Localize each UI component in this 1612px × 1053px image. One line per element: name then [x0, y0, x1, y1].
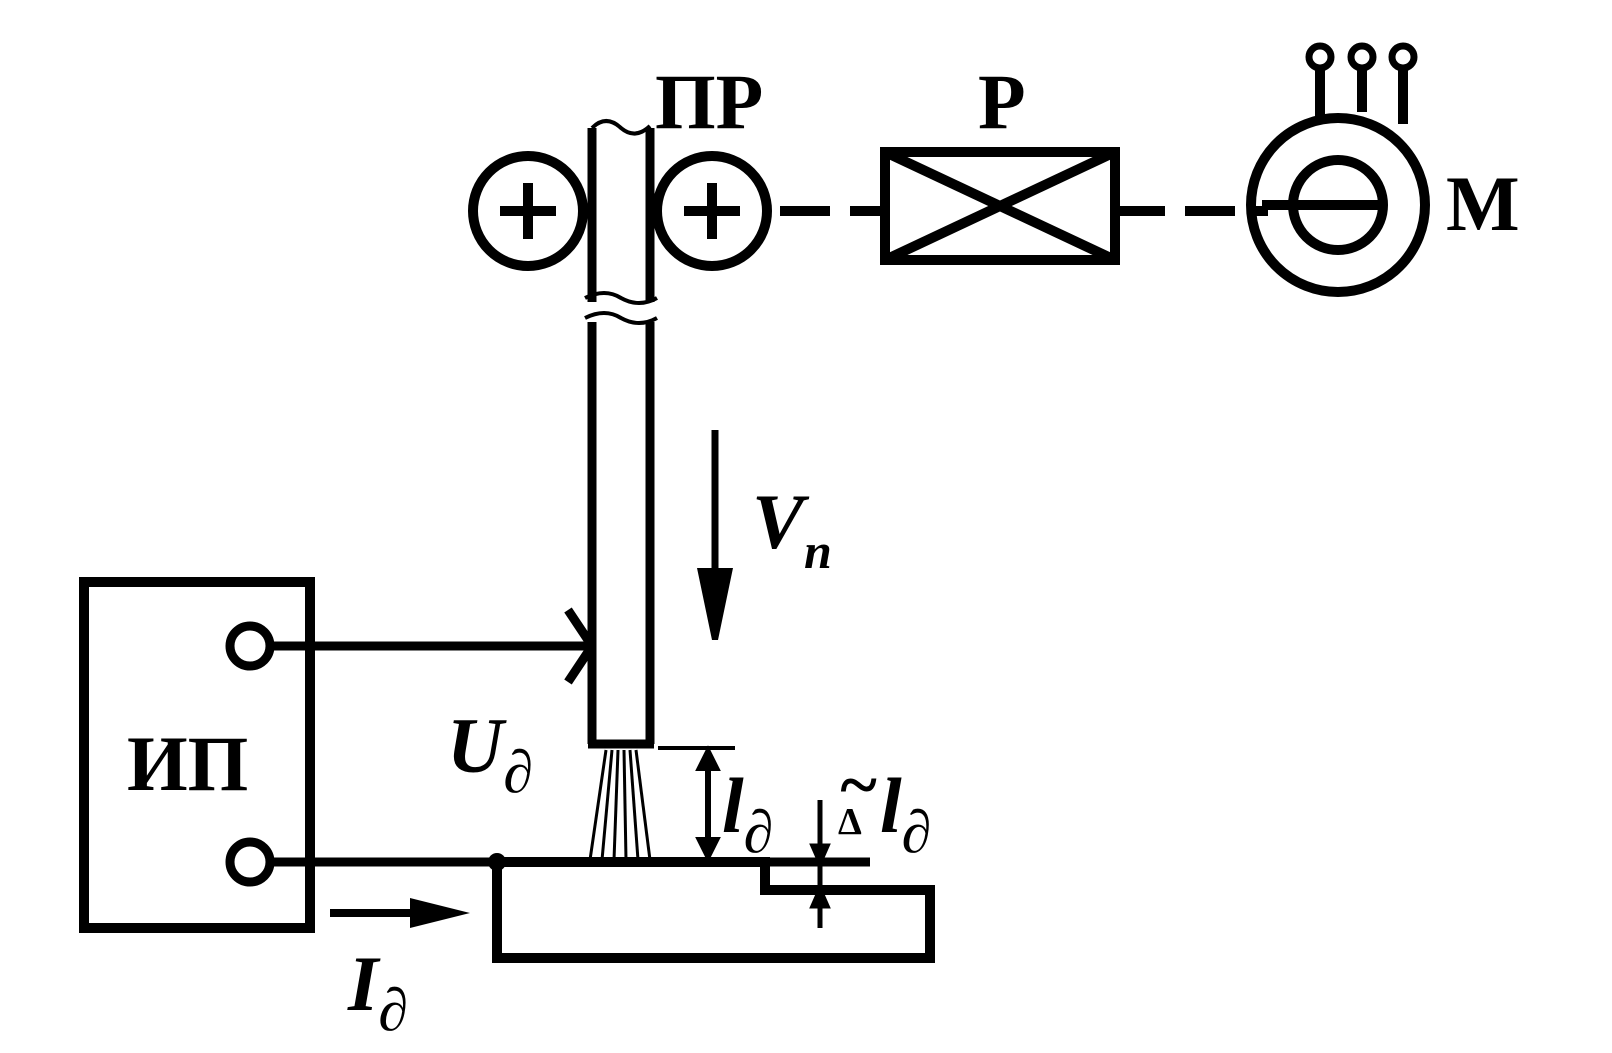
terminal-negative — [225, 837, 275, 887]
reducer-box — [880, 147, 1120, 265]
power-source-label: ИП — [127, 720, 248, 807]
current-arrow — [330, 898, 470, 928]
motor-symbol — [1246, 66, 1430, 297]
feed-roller-left — [468, 151, 588, 271]
arc-length-label: l∂ — [722, 762, 773, 865]
feed-rollers-label: ПР — [655, 58, 763, 145]
motor-label: М — [1446, 160, 1520, 247]
arc-length-change-label: l∂ — [880, 762, 931, 865]
welding-arc — [588, 749, 652, 861]
arc-voltage-label: U∂ — [447, 702, 533, 805]
feed-speed-label: Vп — [752, 478, 832, 579]
arc-length-dimension — [658, 745, 735, 863]
arc-current-label: I∂ — [347, 940, 408, 1043]
feed-roller-right — [652, 151, 772, 271]
reducer-label: Р — [978, 58, 1026, 145]
electrode-wire — [584, 119, 658, 749]
arc-length-change-delta: Δ — [838, 801, 862, 843]
arc-length-change-dimension — [809, 800, 831, 928]
arc-length-change-tilde: ~ — [838, 747, 878, 824]
power-source-box — [79, 577, 315, 933]
motor-terminals — [1305, 42, 1418, 72]
workpiece — [492, 857, 935, 963]
terminal-positive — [225, 621, 275, 671]
feed-direction-arrow — [697, 430, 733, 640]
wire-to-electrode — [270, 607, 596, 685]
